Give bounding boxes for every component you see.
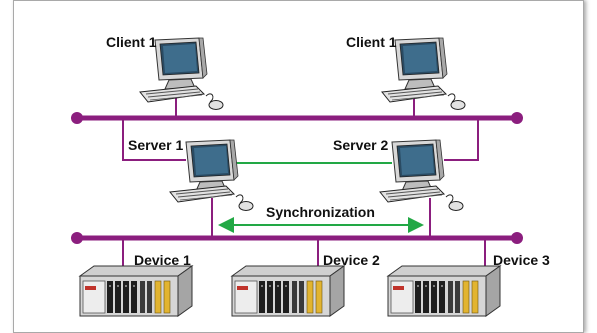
bottom-bus bbox=[71, 232, 523, 244]
monitor-icon bbox=[394, 37, 448, 90]
monitor-icon bbox=[154, 37, 208, 90]
client-left-label: Client 1 bbox=[106, 34, 157, 50]
server-right-label: Server 2 bbox=[333, 137, 388, 153]
keyboard-icon bbox=[139, 85, 205, 103]
server-left-label: Server 1 bbox=[128, 137, 183, 153]
server-right-link bbox=[444, 118, 479, 161]
keyboard-icon bbox=[379, 185, 445, 203]
top-bus bbox=[71, 112, 523, 124]
mouse-icon bbox=[235, 194, 254, 211]
connection-lines bbox=[122, 98, 486, 270]
mouse-icon bbox=[205, 93, 224, 110]
mouse-icon bbox=[445, 194, 464, 211]
server-left-link bbox=[122, 118, 186, 161]
device-2-label: Device 2 bbox=[323, 252, 380, 268]
device-1-label: Device 1 bbox=[134, 252, 191, 268]
keyboard-icon bbox=[169, 185, 235, 203]
device-3-label: Device 3 bbox=[493, 252, 550, 268]
monitor-icon bbox=[185, 139, 239, 192]
plc-device-3-icon bbox=[387, 265, 501, 317]
server-right bbox=[379, 139, 464, 211]
synchronization-label: Synchronization bbox=[266, 204, 375, 220]
plc-device-2-icon bbox=[231, 265, 345, 317]
plc-device-1-icon bbox=[79, 265, 193, 317]
mouse-icon bbox=[447, 93, 466, 110]
client-right-label: Client 1 bbox=[346, 34, 397, 50]
monitor-icon bbox=[391, 139, 445, 192]
